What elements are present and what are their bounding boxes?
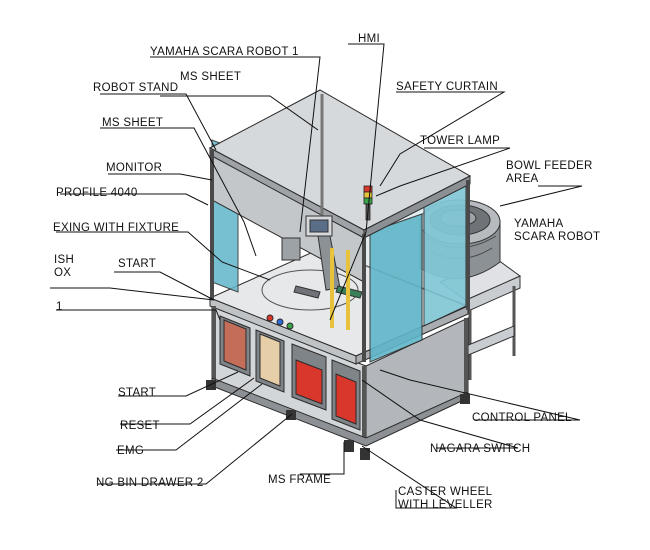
label-ng-bin-drawer-2: NG BIN DRAWER 2	[96, 477, 204, 489]
label-emg: EMG	[117, 445, 145, 457]
label-scara-robot: SCARA ROBOT	[514, 231, 601, 243]
label-start-bottom: START	[118, 387, 157, 399]
label-one: 1	[56, 301, 63, 313]
side-table	[438, 259, 521, 380]
upper-enclosure	[208, 89, 472, 363]
label-with-leveller: WITH LEVELLER	[398, 499, 493, 511]
label-hmi: HMI	[358, 33, 380, 45]
leader-lines	[50, 43, 583, 509]
label-robot-stand: ROBOT STAND	[93, 82, 179, 94]
label-push-box-2: OX	[54, 267, 72, 279]
label-ms-sheet-left: MS SHEET	[102, 117, 164, 129]
label-ms-sheet-top: MS SHEET	[180, 71, 242, 83]
label-tower-lamp: TOWER LAMP	[420, 135, 501, 147]
label-push-box-1: ISH	[54, 254, 75, 266]
label-control-panel: CONTROL PANEL	[472, 412, 572, 424]
label-indexing-with-fixture: EXING WITH FIXTURE	[53, 222, 180, 234]
label-reset: RESET	[120, 420, 160, 432]
label-bowl-feeder-2: AREA	[506, 173, 539, 185]
label-safety-curtain: SAFETY CURTAIN	[396, 81, 498, 93]
label-nagara-switch: NAGARA SWITCH	[430, 443, 531, 455]
label-yamaha-scara-robot-1: YAMAHA SCARA ROBOT 1	[150, 46, 299, 58]
label-profile-4040: PROFILE 4040	[56, 187, 138, 199]
label-monitor: MONITOR	[106, 162, 163, 174]
robot-area	[261, 215, 363, 330]
label-ms-frame: MS FRAME	[268, 474, 332, 486]
label-start-top: START	[118, 258, 157, 270]
label-yamaha: YAMAHA	[514, 218, 564, 230]
label-bowl-feeder-1: BOWL FEEDER	[506, 160, 593, 172]
label-caster-wheel: CASTER WHEEL	[398, 486, 493, 498]
